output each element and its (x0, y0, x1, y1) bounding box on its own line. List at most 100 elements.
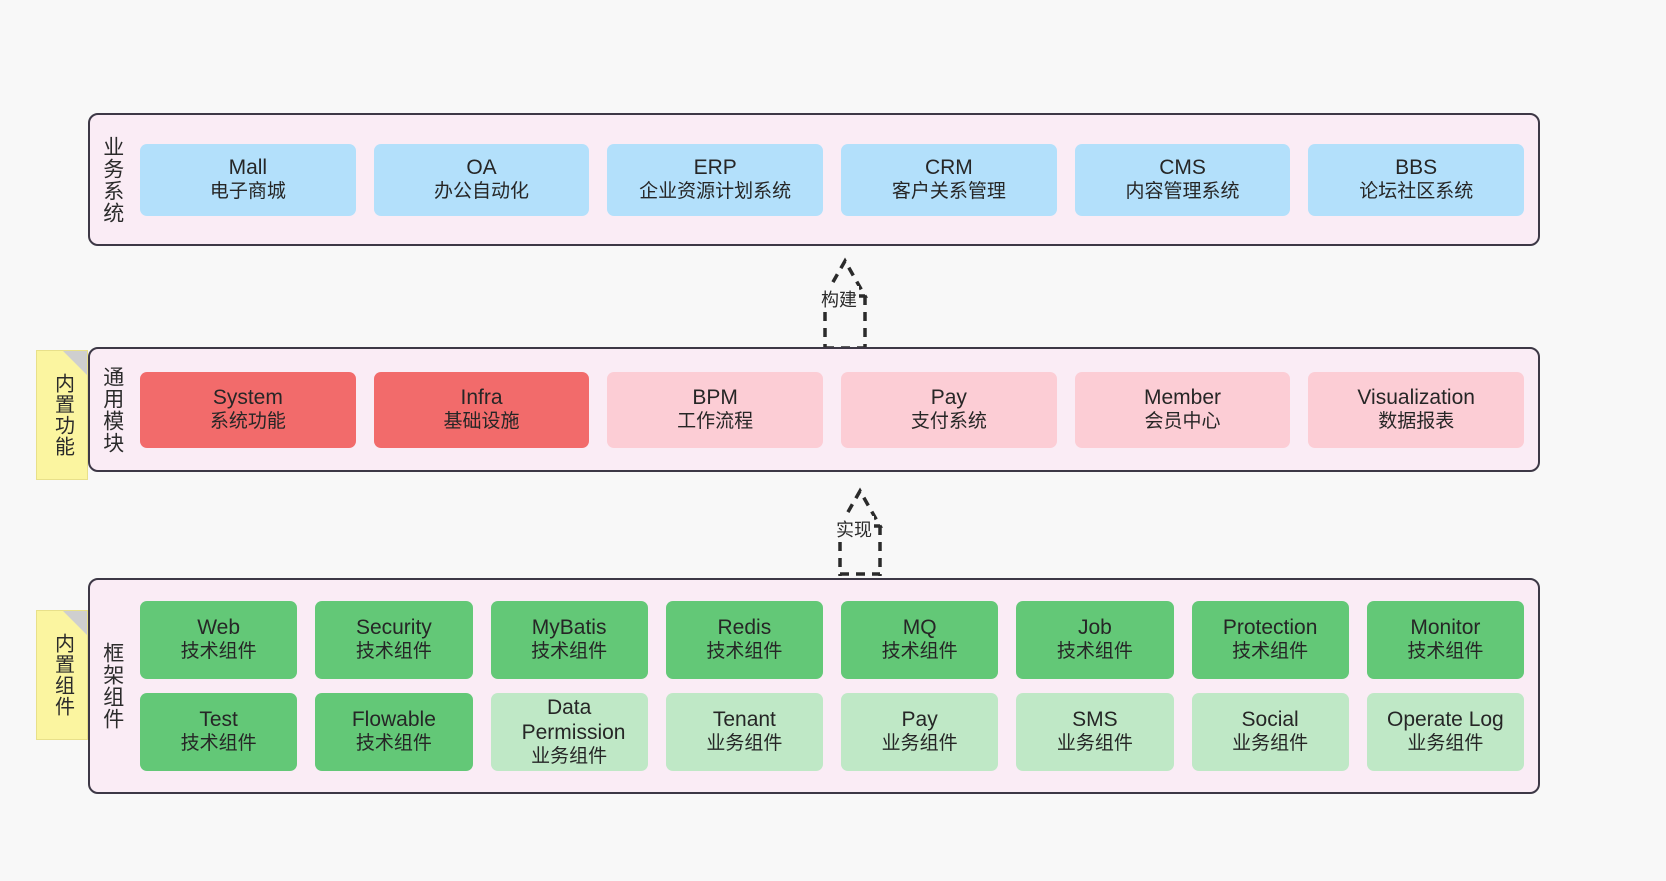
node-subtitle: 企业资源计划系统 (639, 180, 792, 202)
note-fold-corner (63, 611, 87, 635)
node-title: Monitor (1410, 616, 1481, 640)
node-title: Operate Log (1386, 708, 1504, 732)
node-title: Web (197, 616, 241, 640)
layer-framework-component: 框架组件 Web 技术组件 Security 技术组件 MyBatis 技术组件… (88, 578, 1540, 794)
node-subtitle: 论坛社区系统 (1359, 180, 1474, 202)
node-pay-module[interactable]: Pay 支付系统 (841, 371, 1057, 448)
node-tenant[interactable]: Tenant 业务组件 (665, 693, 823, 771)
connector-build: 构建 (755, 257, 915, 350)
connector-implement: 实现 (770, 487, 930, 576)
node-subtitle: 业务组件 (1056, 733, 1133, 755)
node-operate-log[interactable]: Operate Log 业务组件 (1366, 693, 1524, 771)
node-title: Pay (930, 385, 967, 409)
connector-implement-label: 实现 (834, 516, 874, 542)
node-subtitle: 系统功能 (209, 410, 286, 432)
layer-business-system: 业务系统 Mall 电子商城 OA 办公自动化 ERP 企业资源计划系统 CRM… (88, 113, 1540, 246)
node-test[interactable]: Test 技术组件 (140, 693, 298, 771)
node-subtitle: 基础设施 (443, 410, 520, 432)
node-protection[interactable]: Protection 技术组件 (1191, 601, 1349, 679)
node-title: Pay (901, 708, 938, 732)
node-title: Redis (717, 616, 772, 640)
node-subtitle: 技术组件 (180, 733, 257, 755)
node-flowable[interactable]: Flowable 技术组件 (315, 693, 473, 771)
row-common-modules: System 系统功能 Infra 基础设施 BPM 工作流程 Pay 支付系统… (140, 371, 1525, 448)
note-builtin-function: 内置功能 (36, 350, 88, 480)
node-mybatis[interactable]: MyBatis 技术组件 (490, 601, 648, 679)
node-subtitle: 业务组件 (881, 733, 958, 755)
node-subtitle: 电子商城 (209, 180, 286, 202)
node-title: Mall (228, 155, 268, 179)
node-pay-component[interactable]: Pay 业务组件 (841, 693, 999, 771)
layer-title-common-module: 通用模块 (100, 365, 124, 454)
node-subtitle: 数据报表 (1378, 410, 1455, 432)
node-sms[interactable]: SMS 业务组件 (1016, 693, 1174, 771)
layer-body-common-module: System 系统功能 Infra 基础设施 BPM 工作流程 Pay 支付系统… (134, 349, 1538, 470)
node-member[interactable]: Member 会员中心 (1074, 371, 1291, 448)
node-subtitle: 技术组件 (1407, 641, 1484, 663)
node-title: MyBatis (531, 616, 607, 640)
layer-title-framework-component: 框架组件 (100, 642, 124, 730)
node-subtitle: 技术组件 (355, 641, 432, 663)
node-subtitle: 客户关系管理 (891, 180, 1006, 202)
node-title: Infra (460, 385, 503, 409)
node-title: Job (1077, 616, 1112, 640)
node-redis[interactable]: Redis 技术组件 (665, 601, 823, 679)
node-title: OA (466, 155, 497, 179)
node-job[interactable]: Job 技术组件 (1016, 601, 1174, 679)
node-title: Protection (1222, 616, 1318, 640)
node-social[interactable]: Social 业务组件 (1191, 693, 1349, 771)
node-system[interactable]: System 系统功能 (140, 371, 356, 448)
layer-body-business-system: Mall 电子商城 OA 办公自动化 ERP 企业资源计划系统 CRM 客户关系… (134, 115, 1538, 244)
node-erp[interactable]: ERP 企业资源计划系统 (607, 143, 824, 216)
node-title: Test (199, 708, 238, 732)
node-title: Tenant (712, 708, 776, 732)
node-subtitle: 支付系统 (910, 410, 987, 432)
note-fold-corner (63, 351, 87, 375)
node-infra[interactable]: Infra 基础设施 (373, 371, 590, 448)
node-title: Flowable (351, 708, 436, 732)
node-monitor[interactable]: Monitor 技术组件 (1366, 601, 1524, 679)
node-title: Data Permission (521, 696, 626, 744)
node-subtitle: 技术组件 (1232, 641, 1309, 663)
node-subtitle: 技术组件 (881, 641, 958, 663)
node-visualization[interactable]: Visualization 数据报表 (1308, 371, 1525, 448)
row-business-systems: Mall 电子商城 OA 办公自动化 ERP 企业资源计划系统 CRM 客户关系… (140, 143, 1525, 216)
node-title: System (212, 385, 283, 409)
node-title: Social (1241, 708, 1299, 732)
node-subtitle: 技术组件 (531, 641, 608, 663)
node-title: ERP (693, 155, 737, 179)
node-cms[interactable]: CMS 内容管理系统 (1074, 143, 1291, 216)
note-label: 内置组件 (51, 633, 74, 717)
node-subtitle: 业务组件 (706, 733, 783, 755)
node-bbs[interactable]: BBS 论坛社区系统 (1308, 143, 1525, 216)
node-bpm[interactable]: BPM 工作流程 (607, 371, 824, 448)
node-mall[interactable]: Mall 电子商城 (140, 143, 356, 216)
node-subtitle: 业务组件 (531, 745, 608, 767)
node-mq[interactable]: MQ 技术组件 (841, 601, 999, 679)
note-builtin-component: 内置组件 (36, 610, 88, 740)
node-crm[interactable]: CRM 客户关系管理 (841, 143, 1057, 216)
node-subtitle: 业务组件 (1407, 733, 1484, 755)
node-title: BBS (1395, 155, 1438, 179)
row-business-components: Test 技术组件 Flowable 技术组件 Data Permission … (140, 693, 1524, 771)
node-data-permission[interactable]: Data Permission 业务组件 (490, 693, 648, 771)
node-title: Security (355, 616, 432, 640)
node-title: Visualization (1357, 385, 1475, 409)
row-tech-components: Web 技术组件 Security 技术组件 MyBatis 技术组件 Redi… (140, 601, 1524, 679)
node-subtitle: 工作流程 (677, 410, 754, 432)
note-label: 内置功能 (51, 373, 74, 457)
node-web[interactable]: Web 技术组件 (140, 601, 298, 679)
layer-title-business-system: 业务系统 (100, 135, 124, 224)
node-title: MQ (902, 616, 937, 640)
node-subtitle: 业务组件 (1232, 733, 1309, 755)
node-oa[interactable]: OA 办公自动化 (373, 143, 590, 216)
connector-build-label: 构建 (819, 286, 859, 312)
node-subtitle: 技术组件 (355, 733, 432, 755)
node-subtitle: 技术组件 (706, 641, 783, 663)
node-security[interactable]: Security 技术组件 (315, 601, 473, 679)
node-title: BPM (692, 385, 738, 409)
node-title: SMS (1072, 708, 1118, 732)
node-subtitle: 会员中心 (1144, 410, 1221, 432)
layer-body-framework-component: Web 技术组件 Security 技术组件 MyBatis 技术组件 Redi… (134, 580, 1538, 792)
node-title: CMS (1159, 155, 1206, 179)
